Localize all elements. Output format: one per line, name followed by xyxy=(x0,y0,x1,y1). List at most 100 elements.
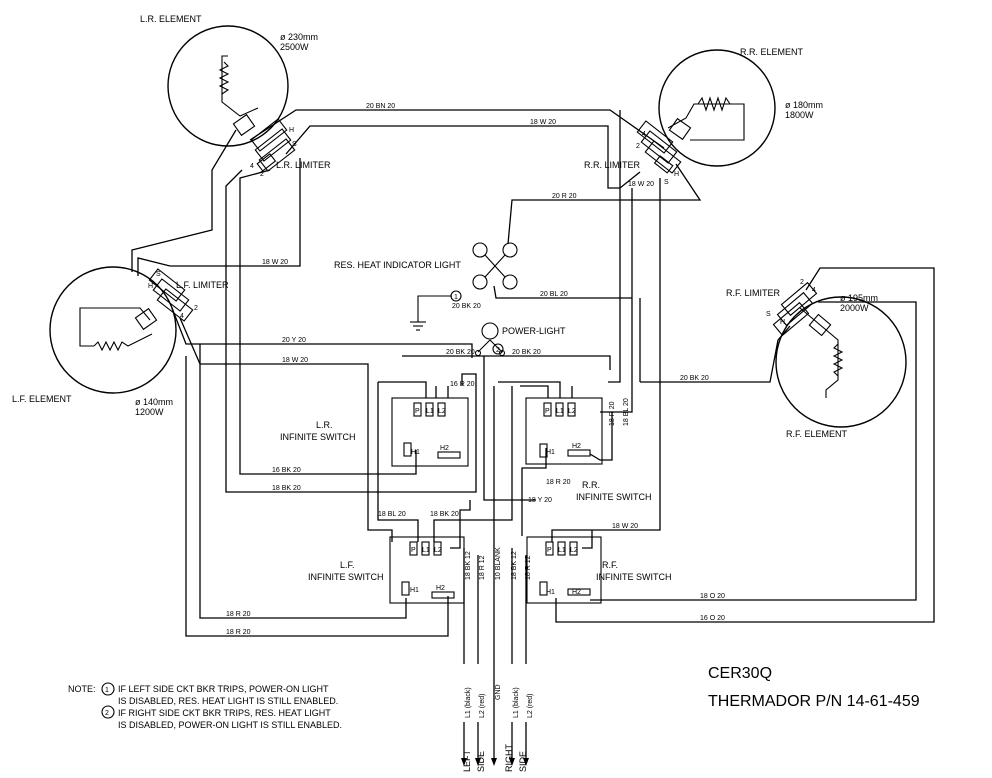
lf-pin-2: 2 xyxy=(194,305,198,312)
lf-limiter-label: L.F. LIMITER xyxy=(176,280,229,290)
lf-pin-l1: L1 xyxy=(422,547,430,554)
res-heat-indicator-label: RES. HEAT INDICATOR LIGHT xyxy=(334,260,461,270)
rr-pin-s: S xyxy=(664,179,669,186)
rr-switch-label-2: INFINITE SWITCH xyxy=(576,492,652,502)
wire-label: 18 R 20 xyxy=(226,629,251,636)
lf-element-power: 1200W xyxy=(135,407,164,417)
lf-pin-p: P xyxy=(411,547,416,554)
rr-pin-p: P xyxy=(545,408,550,415)
rf-limiter-label: R.F. LIMITER xyxy=(726,288,781,298)
wire-label: 18 R 20 xyxy=(226,611,251,618)
lr-pin-h2: H2 xyxy=(440,445,449,452)
lf-pin-h: H xyxy=(148,283,153,290)
lr-infinite-switch xyxy=(391,397,469,467)
rr-pin-h2: H2 xyxy=(572,443,581,450)
res-heat-indicator-light xyxy=(472,242,518,290)
lf-pin-4: 4 xyxy=(180,313,184,320)
marker-2: 2 xyxy=(496,347,500,354)
rf-pin-2: 2 xyxy=(800,279,804,286)
wire-label-vertical: 18 BK 12 xyxy=(465,551,472,580)
rf-pin-4: 4 xyxy=(812,287,816,294)
rf-pin-h1: H1 xyxy=(546,589,555,596)
note-2-line-1: IF RIGHT SIDE CKT BKR TRIPS, RES. HEAT L… xyxy=(118,708,331,718)
rf-pin-p: P xyxy=(547,547,552,554)
wire-label: 16 O 20 xyxy=(700,615,725,622)
model-number: CER30Q xyxy=(708,665,772,682)
supply-arrows xyxy=(461,664,529,766)
note-2-number: 2 xyxy=(105,710,109,717)
note-prefix: NOTE: xyxy=(68,684,96,694)
rr-infinite-switch xyxy=(525,397,603,465)
wire-label: 16 BK 20 xyxy=(272,467,301,474)
rf-switch-label-1: R.F. xyxy=(602,560,618,570)
power-light-label: POWER-LIGHT xyxy=(502,326,566,336)
marker-1-circle xyxy=(450,290,462,302)
rf-element-size: ø 195mm xyxy=(840,293,878,303)
rf-pin-l1: L1 xyxy=(558,547,566,554)
wire-label: 20 BN 20 xyxy=(366,103,395,110)
rf-pin-h2: H2 xyxy=(572,589,581,596)
ground-symbol xyxy=(410,295,452,331)
rr-pin-2: 2 xyxy=(636,143,640,150)
lr-element-label: L.R. ELEMENT xyxy=(140,14,202,24)
wire-label: 20 BK 20 xyxy=(446,349,475,356)
lr-pin-s: S xyxy=(292,141,297,148)
supply-l1-left: L1 (black) xyxy=(465,687,472,718)
rr-pin-l2: L2 xyxy=(568,408,576,415)
wire-label-vertical: 18 R 12 xyxy=(525,555,532,580)
rf-infinite-switch xyxy=(526,536,602,604)
wire-label: 18 Y 20 xyxy=(528,497,552,504)
rr-pin-l1: L1 xyxy=(556,408,564,415)
wire-label: 18 BK 20 xyxy=(272,485,301,492)
rf-element-power: 2000W xyxy=(840,303,869,313)
rr-limiter xyxy=(636,120,682,174)
lr-switch-label-2: INFINITE SWITCH xyxy=(280,432,356,442)
rr-limiter-label: R.R. LIMITER xyxy=(584,160,641,170)
lr-pin-h1: H1 xyxy=(411,449,420,456)
wire-label: 20 BK 20 xyxy=(452,303,481,310)
rr-element-label: R.R. ELEMENT xyxy=(740,47,804,57)
supply-gnd: GND xyxy=(495,684,502,700)
lr-element-size: ø 230mm xyxy=(280,32,318,42)
wire-label: 18 BL 20 xyxy=(378,511,406,518)
lr-pin-h: H xyxy=(289,127,294,134)
wire-label: 18 W 20 xyxy=(612,523,638,530)
lr-limiter-label: L.R. LIMITER xyxy=(276,160,331,170)
note-1-circle xyxy=(101,682,115,696)
lf-element xyxy=(49,266,177,394)
lr-pin-4: 4 xyxy=(250,163,254,170)
wire-label: 18 W 20 xyxy=(530,119,556,126)
note-1-line-1: IF LEFT SIDE CKT BKR TRIPS, POWER-ON LIG… xyxy=(118,684,329,694)
part-number: THERMADOR P/N 14-61-459 xyxy=(708,693,920,710)
wire-label-vertical: 18 BK 12 xyxy=(511,551,518,580)
marker-1: 1 xyxy=(454,294,458,301)
wire-label: 18 BK 20 xyxy=(430,511,459,518)
wire-label: 20 BL 20 xyxy=(540,291,568,298)
left-side-label-2: SIDE xyxy=(476,751,486,772)
wire-label-vertical: 18 BL 20 xyxy=(623,398,630,426)
rf-pin-l2: L2 xyxy=(570,547,578,554)
wire-label-vertical: 18 R 12 xyxy=(479,555,486,580)
supply-l2-right: L2 (red) xyxy=(527,693,534,718)
wire-label: 18 R 20 xyxy=(546,479,571,486)
rr-switch-label-1: R.R. xyxy=(582,480,600,490)
wire-label: 18 W 20 xyxy=(282,357,308,364)
lf-switch-label-1: L.F. xyxy=(340,560,355,570)
left-side-label-1: LEFT xyxy=(462,749,472,772)
wiring xyxy=(131,109,935,664)
lr-element xyxy=(167,25,289,147)
lr-element-power: 2500W xyxy=(280,42,309,52)
wire-label: 20 BK 20 xyxy=(512,349,541,356)
rr-element-size: ø 180mm xyxy=(785,100,823,110)
wire-label: 18 W 20 xyxy=(262,259,288,266)
lr-limiter xyxy=(250,118,296,172)
rf-pin-s: S xyxy=(766,311,771,318)
note-1-number: 1 xyxy=(105,687,109,694)
rr-pin-h1: H1 xyxy=(546,449,555,456)
wire-label: 20 BK 20 xyxy=(680,375,709,382)
wire-label-vertical: 10 BLANK xyxy=(495,547,502,580)
power-light xyxy=(474,322,506,357)
wire-label: 16 R 20 xyxy=(450,381,475,388)
